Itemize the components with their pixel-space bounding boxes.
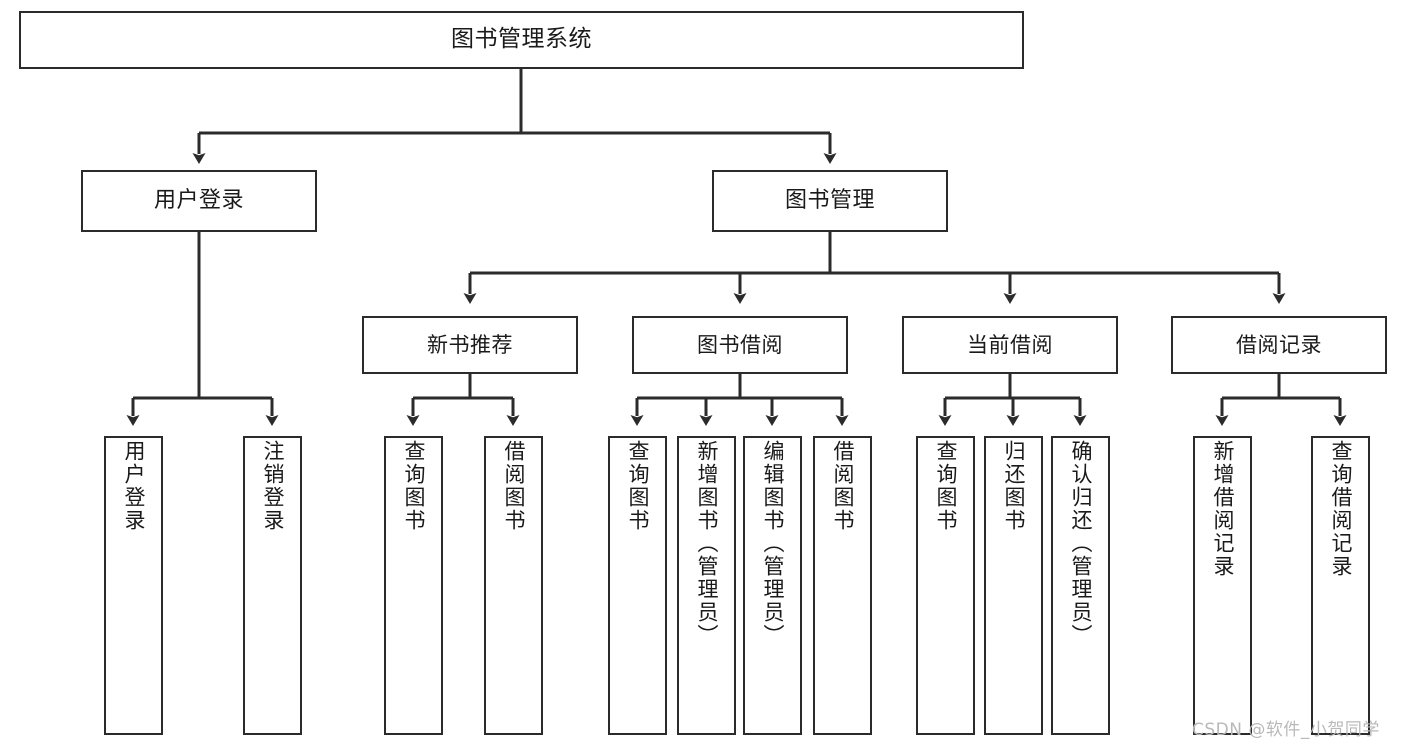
node-leaf-query-borrow-record[interactable]: 查询借阅记录 [1311,436,1370,735]
node-leaf-borrow-book[interactable]: 借阅图书 [813,436,872,735]
node-leaf-query-book-recommend[interactable]: 查询图书 [384,436,443,735]
node-user-login[interactable]: 用户登录 [81,170,317,232]
node-label: 新书推荐 [427,332,513,357]
node-leaf-edit-book[interactable]: 编辑图书（管理员） [743,436,802,735]
node-leaf-query-book-borrow[interactable]: 查询图书 [608,436,667,735]
node-label: 查询图书 [934,440,958,532]
node-root-system[interactable]: 图书管理系统 [19,11,1024,69]
node-current-borrow[interactable]: 当前借阅 [902,316,1118,374]
node-label: 当前借阅 [967,332,1053,357]
node-label: 图书借阅 [697,332,783,357]
node-label: 归还图书 [1002,440,1026,532]
node-leaf-user-login[interactable]: 用户登录 [104,436,163,735]
node-leaf-return-book[interactable]: 归还图书 [984,436,1043,735]
node-label: 注销登录 [261,440,285,532]
node-label: 借阅图书 [831,440,855,532]
node-leaf-borrow-book-recommend[interactable]: 借阅图书 [484,436,543,735]
node-leaf-confirm-return[interactable]: 确认归还（管理员） [1051,436,1110,735]
node-label: 确认归还（管理员） [1069,440,1093,647]
watermark-csdn: CSDN @软件_小贺同学 [1192,720,1380,740]
node-label: 用户登录 [122,440,146,532]
node-label: 查询图书 [626,440,650,532]
node-label: 新增借阅记录 [1211,440,1235,578]
node-borrow-record[interactable]: 借阅记录 [1171,316,1387,374]
node-label: 编辑图书（管理员） [761,440,785,647]
node-label: 用户登录 [153,188,244,214]
node-label: 借阅记录 [1236,332,1322,357]
node-leaf-logout[interactable]: 注销登录 [243,436,302,735]
node-new-book-recommend[interactable]: 新书推荐 [362,316,578,374]
node-label: 图书管理 [784,188,875,214]
node-label: 借阅图书 [502,440,526,532]
node-book-management[interactable]: 图书管理 [712,170,948,232]
node-leaf-query-book-current[interactable]: 查询图书 [916,436,975,735]
node-label: 查询借阅记录 [1329,440,1353,578]
node-leaf-add-borrow-record[interactable]: 新增借阅记录 [1193,436,1252,735]
node-leaf-add-book[interactable]: 新增图书（管理员） [677,436,736,735]
node-book-borrow[interactable]: 图书借阅 [632,316,848,374]
node-label: 图书管理系统 [451,26,592,53]
node-label: 查询图书 [402,440,426,532]
node-label: 新增图书（管理员） [695,440,719,647]
